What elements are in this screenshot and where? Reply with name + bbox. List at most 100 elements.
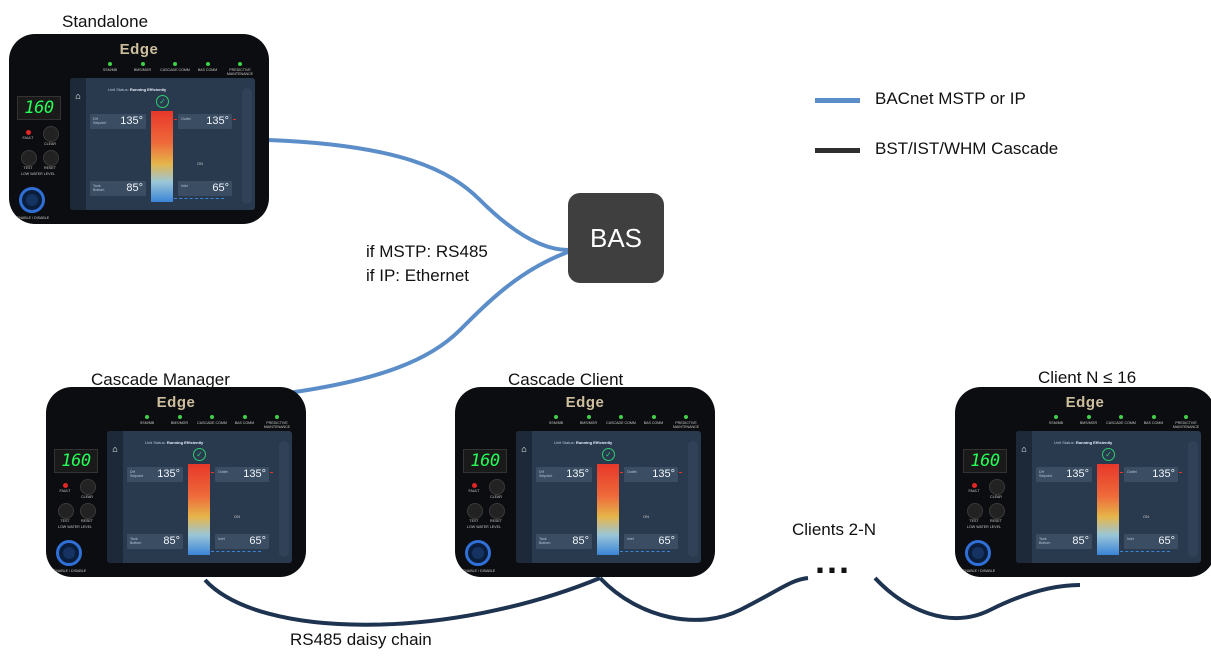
enable-label: ENABLE / DISABLE	[53, 569, 87, 573]
led-indicator: BMS/MGR	[1074, 415, 1104, 429]
clear-button[interactable]	[989, 479, 1005, 495]
led-indicator: BAS COMM	[193, 62, 223, 76]
check-icon: ✓	[193, 448, 206, 461]
enable-knob[interactable]	[19, 187, 45, 213]
clear-button[interactable]	[489, 479, 505, 495]
clients-range-label: Clients 2-N	[792, 520, 877, 539]
led-indicator: BAS COMM	[639, 415, 669, 429]
status-leds: SSM/MB BMS/MGR CASCADE COMM BAS COMM PRE…	[132, 415, 292, 429]
legend-cascade-label: BST/IST/WHM Cascade	[875, 139, 1059, 158]
test-button[interactable]	[467, 503, 483, 519]
led-indicator: BAS COMM	[1139, 415, 1169, 429]
home-icon[interactable]: ⌂	[1021, 444, 1027, 454]
status-leds: SSM/MB BMS/MGR CASCADE COMM BAS COMM PRE…	[95, 62, 255, 76]
check-icon: ✓	[1102, 448, 1115, 461]
screen-sidebar: ⌂	[516, 431, 532, 563]
link-type-line1: if MSTP: RS485	[366, 242, 488, 261]
brand-logo: Edge	[156, 394, 196, 411]
legend-cascade-swatch	[815, 148, 860, 153]
test-label: TEST	[469, 519, 479, 523]
enable-label: ENABLE / DISABLE	[16, 216, 50, 220]
led-indicator: BAS COMM	[230, 415, 260, 429]
test-button[interactable]	[21, 150, 37, 166]
segment-display: 160	[54, 449, 98, 473]
test-button[interactable]	[967, 503, 983, 519]
screen-right-rail	[279, 441, 289, 557]
brand-logo: Edge	[1065, 394, 1105, 411]
test-label: TEST	[969, 519, 979, 523]
touch-screen: ⌂ Unit Status: Running Efficiently ✓ DH …	[70, 78, 255, 210]
home-icon[interactable]: ⌂	[521, 444, 527, 454]
enable-knob[interactable]	[965, 540, 991, 566]
reset-label: RESET	[44, 166, 56, 170]
clear-button[interactable]	[43, 126, 59, 142]
standalone-label: Standalone	[62, 12, 149, 31]
cascade-manager-controller: Edge SSM/MB BMS/MGR CASCADE COMM BAS COM…	[46, 387, 306, 577]
clear-label: CLEAR	[44, 142, 56, 146]
led-indicator: SSM/MB	[1041, 415, 1071, 429]
cascade-client-controller: Edge SSM/MB BMS/MGR CASCADE COMM BAS COM…	[455, 387, 715, 577]
inlet-line	[620, 551, 670, 553]
reset-button[interactable]	[989, 503, 1005, 519]
home-icon[interactable]: ⌂	[75, 91, 81, 101]
bas-box: BAS	[568, 193, 664, 283]
home-icon[interactable]: ⌂	[112, 444, 118, 454]
clear-label: CLEAR	[990, 495, 1002, 499]
screen-sidebar: ⌂	[107, 431, 123, 563]
link-type-line2: if IP: Ethernet	[366, 266, 469, 285]
inlet-line	[174, 198, 224, 200]
ellipsis-label: ...	[815, 540, 852, 581]
segment-display: 160	[463, 449, 507, 473]
bacnet-wire-manager	[287, 250, 569, 395]
screen-sidebar: ⌂	[1016, 431, 1032, 563]
bas-label: BAS	[589, 222, 643, 253]
inlet-line	[211, 551, 261, 553]
temperature-gauge	[151, 111, 173, 202]
reset-label: RESET	[490, 519, 502, 523]
segment-display: 160	[963, 449, 1007, 473]
reset-button[interactable]	[43, 150, 59, 166]
brand-logo: Edge	[565, 394, 605, 411]
reset-button[interactable]	[489, 503, 505, 519]
fault-indicator: FAULT	[967, 483, 981, 493]
clear-label: CLEAR	[81, 495, 93, 499]
inlet-line	[1120, 551, 1170, 553]
reset-label: RESET	[81, 519, 93, 523]
legend-bacnet-swatch	[815, 98, 860, 103]
enable-knob[interactable]	[56, 540, 82, 566]
low-water-label: LOW WATER LEVEL	[967, 525, 1001, 529]
led-indicator: SSM/MB	[95, 62, 125, 76]
low-water-label: LOW WATER LEVEL	[21, 172, 55, 176]
fault-indicator: FAULT	[467, 483, 481, 493]
led-indicator: BMS/MGR	[128, 62, 158, 76]
segment-display: 160	[17, 96, 61, 120]
led-indicator: CASCADE COMM	[1106, 415, 1136, 429]
led-indicator: PREDICTIVE MAINTENANCE	[671, 415, 701, 429]
led-indicator: PREDICTIVE MAINTENANCE	[1171, 415, 1201, 429]
test-button[interactable]	[58, 503, 74, 519]
touch-screen: ⌂ Unit Status: Running Efficiently ✓ DH …	[1016, 431, 1201, 563]
led-indicator: CASCADE COMM	[606, 415, 636, 429]
enable-knob[interactable]	[465, 540, 491, 566]
check-icon: ✓	[156, 95, 169, 108]
test-label: TEST	[23, 166, 33, 170]
reset-button[interactable]	[80, 503, 96, 519]
clear-button[interactable]	[80, 479, 96, 495]
led-indicator: PREDICTIVE MAINTENANCE	[225, 62, 255, 76]
enable-label: ENABLE / DISABLE	[462, 569, 496, 573]
unit-status: Unit Status: Running Efficiently	[1054, 440, 1113, 445]
client-n-controller: Edge SSM/MB BMS/MGR CASCADE COMM BAS COM…	[955, 387, 1211, 577]
client-n-label: Client N ≤ 16	[1038, 368, 1137, 387]
screen-sidebar: ⌂	[70, 78, 86, 210]
